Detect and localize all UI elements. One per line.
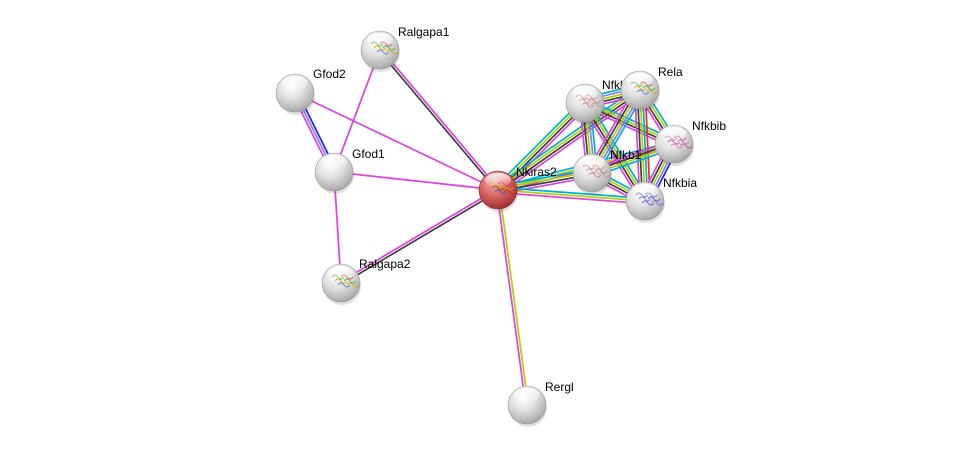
edge-line-experiments [495,190,527,406]
node-label: Ralgapa1 [398,25,450,39]
edge-nkiras2-gfod2[interactable] [294,92,499,191]
node-ralgapa2[interactable]: Ralgapa2 [321,257,411,305]
edge-line-coexpression [378,50,498,192]
edge-line-coexpression [498,90,642,192]
node-highlight [572,86,598,100]
node-gfod2[interactable]: Gfod2 [275,67,346,115]
node-ralgapa1[interactable]: Ralgapa1 [360,25,450,72]
node-label: Nkiras2 [516,165,557,179]
edge-line-experiments [380,48,500,190]
node-label: Rergl [545,380,574,394]
node-nfkb1[interactable]: Nfkb1 [572,148,642,195]
edge-line-experiments [499,92,643,194]
edge-line-databases [495,86,639,188]
node-highlight [627,73,653,87]
edge-nkiras2-gfod1[interactable] [333,171,499,191]
node-nfkbia[interactable]: Nfkbia [625,176,697,223]
edge-line-experiments [580,104,643,204]
node-highlight [367,33,393,47]
edge-nkiras2-ralgapa2[interactable] [339,188,500,285]
edge-line-databases [494,99,583,188]
node-rela[interactable]: Rela [620,65,683,112]
node-label: Nfkbib [692,119,726,133]
node-label: Nfkbia [663,176,697,190]
edge-line-textmining [498,189,530,405]
edge-line-experiments [500,105,589,194]
edge-line-experiments [294,92,499,191]
node-nfkbib[interactable]: Nfkbib [654,119,726,166]
node-highlight [579,156,605,170]
edges-layer [291,48,680,406]
node-label: Ralgapa2 [359,257,411,271]
edge-line-experiments [333,171,499,191]
edge-line-coexpression [498,103,587,192]
node-highlight [661,127,687,141]
edge-gfod1-ralgapa1[interactable] [333,49,381,173]
node-highlight [328,266,354,280]
node-highlight [514,388,540,402]
edge-line-textmining [496,88,640,190]
node-highlight [321,155,347,169]
edge-line-experiments [333,49,381,173]
edge-line-experiments [497,191,645,205]
edge-nkiras2-rela[interactable] [495,86,643,194]
node-rergl[interactable]: Rergl [507,380,574,427]
node-label: Gfod2 [313,67,346,81]
node-nkiras2[interactable]: Nkiras2 [478,165,557,212]
edge-nkiras2-nfkbia[interactable] [497,186,646,205]
node-highlight [485,173,511,187]
node-label: Rela [658,65,683,79]
node-gfod1[interactable]: Gfod1 [314,147,385,194]
edge-nkiras2-nfkb2[interactable] [494,99,589,194]
node-highlight [282,76,308,90]
node-label: Nfkb1 [610,148,642,162]
edge-line-databases [498,186,646,200]
edge-line-textmining [497,189,646,202]
edge-nkiras2-ralgapa1[interactable] [378,48,500,192]
node-highlight [632,184,658,198]
node-label: Gfod1 [352,147,385,161]
edge-line-coexpression [341,190,500,285]
node-nfkb2[interactable]: Nfkb2 [565,78,634,125]
edge-line-experiments [339,188,498,283]
edge-nkiras2-rergl[interactable] [495,189,530,406]
edge-line-textmining [496,101,585,190]
